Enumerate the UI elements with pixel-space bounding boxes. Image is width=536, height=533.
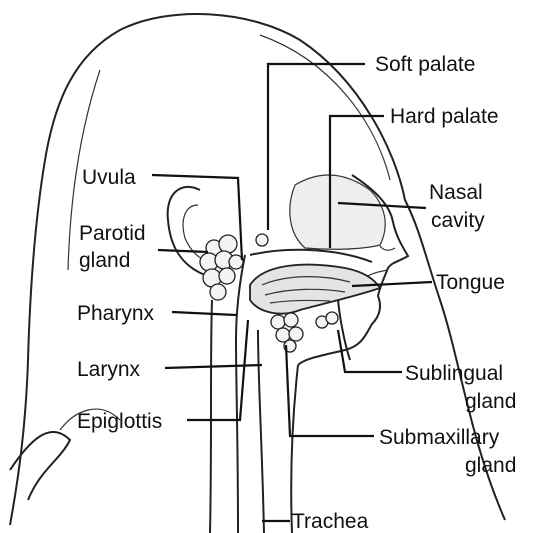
label-hard-palate: Hard palate [390, 105, 499, 128]
nostril [380, 246, 395, 250]
label-sublingual-line1: Sublingual [405, 362, 503, 385]
label-nasal-line2: cavity [431, 209, 485, 232]
label-submax-line1: Submaxillary [379, 426, 500, 449]
label-nasal-line1: Nasal [429, 181, 483, 204]
leader-epiglottis [187, 320, 248, 420]
palate-outline [250, 250, 372, 262]
ear-inner [183, 205, 208, 262]
leader-parotid [158, 250, 208, 252]
label-sublingual-line2: gland [465, 390, 516, 413]
label-pharynx: Pharynx [77, 302, 155, 325]
leader-larynx [165, 365, 262, 368]
leader-pharynx [172, 312, 236, 315]
esophagus-wall [210, 300, 212, 533]
neck-front [291, 365, 298, 533]
leader-submaxillary [286, 345, 374, 436]
sublingual-gland-shape [316, 312, 338, 328]
label-larynx: Larynx [77, 358, 141, 381]
hair-inner-strand [260, 35, 390, 180]
label-soft-palate: Soft palate [375, 53, 475, 76]
label-parotid-line1: Parotid [79, 222, 146, 245]
pharynx-wall [236, 255, 245, 533]
label-trachea: Trachea [292, 510, 369, 533]
label-submax-line2: gland [465, 454, 516, 477]
label-epiglottis: Epiglottis [77, 410, 162, 433]
label-parotid-line2: gland [79, 249, 130, 272]
label-uvula: Uvula [82, 166, 136, 189]
nasal-cavity-shape [290, 175, 385, 249]
trachea-wall [258, 330, 264, 533]
label-tongue: Tongue [436, 271, 505, 294]
